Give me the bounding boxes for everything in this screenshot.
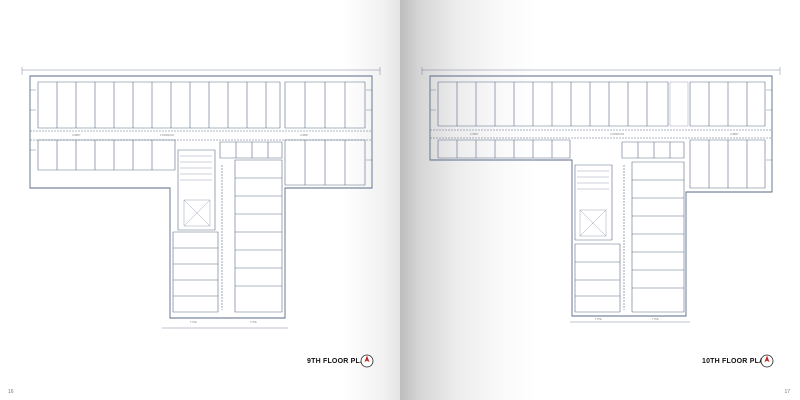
svg-text:CORRIDOR: CORRIDOR: [160, 133, 174, 137]
tenth-floor-plan-title: 10TH FLOOR PLAN: [702, 358, 770, 365]
svg-text:CORRIDOR: CORRIDOR: [610, 132, 624, 136]
page-number-left: 16: [8, 389, 14, 395]
ninth-floor-plan-drawing: LOBBY CORRIDOR LOBBY TYPE TYPE: [21, 67, 381, 329]
svg-text:LOBBY: LOBBY: [72, 133, 81, 137]
north-compass-icon: [760, 354, 774, 368]
tenth-floor-plan-drawing: LOBBY CORRIDOR LOBBY TYPE TYPE: [421, 67, 781, 323]
svg-text:LOBBY: LOBBY: [300, 133, 309, 137]
svg-text:TYPE: TYPE: [190, 320, 197, 324]
svg-text:LOBBY: LOBBY: [470, 132, 479, 136]
svg-text:LOBBY: LOBBY: [730, 132, 739, 136]
left-page: LOBBY CORRIDOR LOBBY TYPE TYPE 9TH FLOOR…: [0, 0, 400, 400]
svg-text:TYPE: TYPE: [250, 320, 257, 324]
right-page: LOBBY CORRIDOR LOBBY TYPE TYPE 10TH FLOO…: [400, 0, 800, 400]
page-number-right: 17: [784, 389, 790, 395]
north-compass-icon: [360, 354, 374, 368]
ninth-floor-plan-title: 9TH FLOOR PLAN: [307, 358, 371, 365]
svg-text:TYPE: TYPE: [652, 317, 659, 321]
svg-text:TYPE: TYPE: [595, 317, 602, 321]
